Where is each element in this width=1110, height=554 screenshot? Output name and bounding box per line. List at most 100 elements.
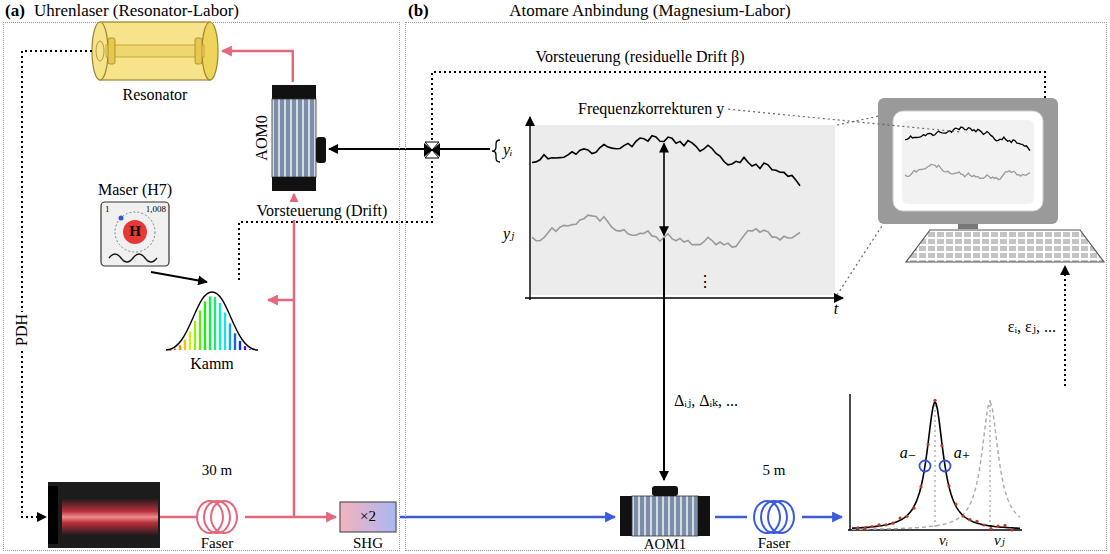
correction-chart (492, 117, 843, 322)
node-text: νᵢ (939, 532, 948, 549)
comb-line (209, 296, 211, 350)
panel-node: (b)Atomare Anbindung (Magnesium-Labor)Fr… (405, 0, 1107, 551)
node-label: Maser (H7) (98, 181, 172, 199)
connector (715, 516, 747, 519)
data-point (898, 516, 901, 519)
data-point (975, 520, 978, 523)
node-text: Faser (201, 535, 234, 552)
data-point (982, 523, 985, 526)
node-label: ×2 (360, 508, 376, 525)
node-text: 1,008 (146, 204, 166, 214)
node-text: yⱼ (503, 225, 514, 243)
difference-arrow (663, 144, 665, 236)
trace (905, 127, 1030, 151)
data-point (968, 518, 971, 521)
screen-plot (902, 120, 1034, 204)
data-point (863, 527, 866, 530)
spectrum-node: a₋ a₊ νᵢ νⱼ (842, 388, 1027, 553)
connector (400, 516, 615, 519)
data-point (989, 527, 992, 530)
edge-label: Δᵢⱼ, Δᵢₖ, ... (674, 392, 738, 410)
data-point (996, 525, 999, 528)
data-point (870, 525, 873, 528)
comb-line (199, 310, 201, 350)
comb-line (219, 303, 221, 350)
connector (151, 272, 207, 282)
comb-line (194, 321, 196, 350)
error-signal-line (1064, 266, 1066, 386)
frequency-comb (166, 292, 258, 351)
maser-node: Maser (H7) 1 1,008H (95, 180, 175, 272)
data-point (933, 399, 936, 402)
node-text: a₊ (954, 444, 970, 462)
node-text: ⋮ (697, 273, 713, 291)
data-point (926, 443, 929, 446)
data-point (912, 507, 915, 510)
resonance-curve (852, 402, 1020, 529)
junction-symbol (424, 142, 440, 158)
spectrum-plot (848, 394, 1022, 532)
data-point (919, 485, 922, 488)
shg-crystal (340, 502, 396, 532)
node-text: νⱼ (994, 532, 1005, 549)
maser-icon (101, 202, 169, 266)
comb-line (204, 301, 206, 350)
laser-beam (160, 516, 198, 519)
data-point (1010, 528, 1013, 531)
trace (532, 136, 800, 186)
laser-beam (268, 299, 294, 302)
connector (802, 516, 842, 519)
panel-border (3, 22, 400, 551)
data-point (891, 522, 894, 525)
node-label: 30 m (202, 462, 232, 479)
connector (663, 320, 665, 480)
fibre-node: 5 m Faser (747, 458, 802, 553)
panel-node: (a) Uhrenlaser (Resonator-Labor)Resonator… (3, 0, 400, 551)
aom-node: AOM1 (615, 480, 715, 554)
probe-point (920, 461, 931, 472)
data-point (884, 523, 887, 526)
node-text: Uhrenlaser (Resonator-Labor) (34, 1, 239, 21)
node-label: AOM0 (253, 115, 271, 160)
aom0-drawing (272, 85, 326, 191)
data-point (1003, 524, 1006, 527)
computer (878, 98, 1104, 262)
comb-line (249, 348, 251, 351)
leader-line (728, 109, 960, 132)
resonator-node: Resonator (90, 12, 222, 106)
probe-point (940, 461, 951, 472)
node-label: Kamm (190, 355, 234, 373)
comb-line (239, 341, 241, 350)
data-point (954, 502, 957, 505)
node-label: (a) (5, 1, 25, 21)
panel-border (405, 22, 1107, 551)
data-point (856, 526, 859, 529)
node-text: yᵢ (503, 141, 513, 159)
node-text: Atomare Anbindung (Magnesium-Labor) (509, 1, 790, 21)
node-text: H (129, 223, 141, 240)
resonator-drawing (92, 22, 218, 80)
difference-line (663, 238, 665, 322)
node-label: a₋ (900, 444, 916, 462)
annotation-label: PDH (13, 312, 31, 348)
aom-node: AOM0 (251, 82, 329, 194)
data-point (947, 484, 950, 487)
comb-line (184, 340, 186, 350)
fibre-coil (754, 501, 794, 533)
fibre-coil (197, 501, 237, 533)
connector (245, 516, 336, 519)
node-label: AOM1 (644, 536, 687, 553)
node-text: t (834, 300, 838, 318)
aom1-drawing (620, 486, 710, 536)
node-label: 5 m (763, 462, 786, 479)
comb-line (179, 345, 181, 350)
data-point (905, 515, 908, 518)
node-text: Faser (758, 535, 791, 552)
node-text: 1 (105, 204, 110, 214)
connector (222, 51, 293, 82)
edge-label: Vorsteuerung (Drift) (255, 202, 390, 220)
comb-line (229, 323, 231, 350)
node-label: (b) (408, 1, 429, 21)
